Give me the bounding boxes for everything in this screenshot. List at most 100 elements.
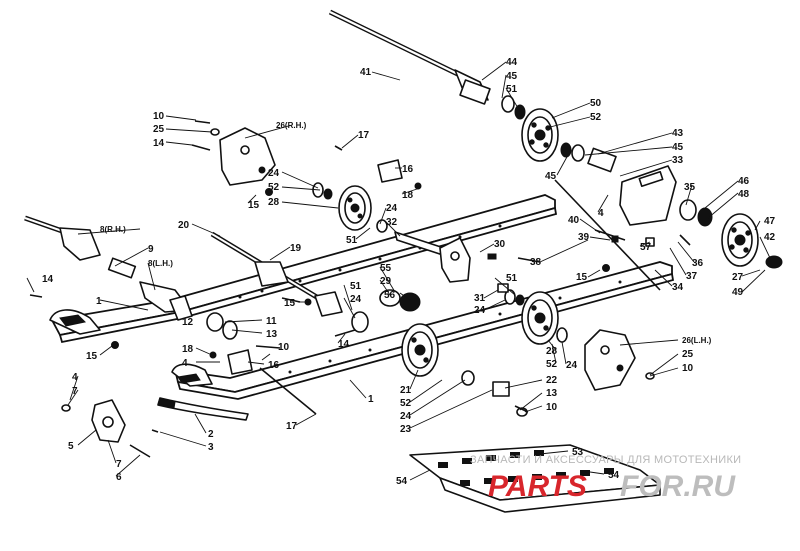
watermark-text: ЗАПЧАСТИ И АКСЕССУАРЫ ДЛЯ МОТОТЕХНИКИ	[470, 454, 741, 466]
callout-28: 28	[268, 197, 280, 208]
callout-28: 28	[546, 346, 558, 357]
callout-33: 33	[672, 155, 684, 166]
callout-5: 5	[68, 441, 74, 452]
callout-47: 47	[764, 216, 776, 227]
wheel-28b	[521, 291, 559, 345]
callout-8lh: 8(L.H.)	[148, 259, 173, 268]
wheel-28a	[338, 185, 372, 231]
callout-45: 45	[506, 71, 518, 82]
callout-1: 1	[368, 394, 374, 405]
callout-18: 18	[402, 190, 414, 201]
callout-21: 21	[400, 385, 412, 396]
callout-17: 17	[358, 130, 370, 141]
watermark: ЗАПЧАСТИ И АКСЕССУАРЫ ДЛЯ МОТОТЕХНИКИ PA…	[470, 454, 741, 503]
callout-16: 16	[268, 360, 280, 371]
callout-3: 3	[208, 442, 214, 453]
callout-15: 15	[86, 351, 98, 362]
callout-17: 17	[286, 421, 298, 432]
bracket-33	[619, 165, 677, 226]
callout-7: 7	[116, 459, 122, 470]
callout-2: 2	[208, 429, 214, 440]
callout-40: 40	[568, 215, 580, 226]
callout-24: 24	[268, 168, 280, 179]
callout-16: 16	[402, 164, 414, 175]
wear-bar-2	[157, 397, 249, 421]
callout-25: 25	[153, 124, 165, 135]
callout-51: 51	[350, 281, 362, 292]
axle-20	[210, 231, 343, 317]
callout-15: 15	[284, 298, 296, 309]
callout-32: 32	[386, 217, 398, 228]
shaft-8lh	[139, 281, 193, 321]
callout-4: 4	[72, 372, 78, 383]
bolts	[29, 120, 691, 458]
callout-11: 11	[266, 316, 277, 327]
callout-30: 30	[494, 239, 506, 250]
callout-51: 51	[506, 84, 518, 95]
callout-50: 50	[590, 98, 602, 109]
callout-24: 24	[386, 203, 398, 214]
callout-52: 52	[546, 359, 558, 370]
callout-19: 19	[290, 243, 302, 254]
callout-14: 14	[153, 138, 165, 149]
wheel-47	[721, 213, 759, 267]
callout-51: 51	[346, 235, 358, 246]
callout-39: 39	[578, 232, 590, 243]
callout-35: 35	[684, 182, 696, 193]
callout-labels: 41 44 45 51 50 52 43 45 33 45 10 25 14 2…	[42, 57, 776, 487]
callout-14: 14	[42, 274, 54, 285]
callout-15: 15	[576, 272, 588, 283]
callout-14: 14	[338, 339, 350, 350]
callout-29: 29	[380, 276, 392, 287]
callout-43: 43	[672, 128, 684, 139]
spring-5	[91, 399, 126, 443]
callout-55: 55	[380, 263, 392, 274]
callout-52: 52	[400, 398, 412, 409]
callout-6: 6	[116, 472, 122, 483]
callout-13: 13	[266, 329, 278, 340]
callout-54: 54	[608, 470, 620, 481]
callout-10: 10	[278, 342, 290, 353]
callout-56: 56	[384, 290, 396, 301]
callout-51: 51	[506, 273, 518, 284]
callout-4: 4	[598, 208, 604, 219]
callout-57: 57	[640, 242, 652, 253]
callout-52: 52	[268, 182, 280, 193]
callout-27: 27	[732, 272, 744, 283]
watermark-logo-parts: PARTS	[488, 470, 587, 503]
callout-41: 41	[360, 67, 372, 78]
wheel-50	[521, 108, 559, 162]
callout-7: 7	[72, 386, 78, 397]
bracket-26rh	[219, 127, 276, 186]
callout-22: 22	[546, 375, 558, 386]
callout-52: 52	[590, 112, 602, 123]
callout-10: 10	[546, 402, 558, 413]
bracket-30	[439, 237, 471, 283]
track-cleats	[409, 444, 661, 513]
callout-13: 13	[546, 388, 558, 399]
callout-23: 23	[400, 424, 412, 435]
callout-38: 38	[530, 257, 542, 268]
watermark-logo-for: FOR.RU	[620, 470, 736, 503]
callout-42: 42	[764, 232, 776, 243]
rail-tip-right	[49, 309, 101, 335]
callout-9: 9	[148, 244, 154, 255]
callout-34: 34	[672, 282, 684, 293]
callout-25: 25	[682, 349, 694, 360]
block-16a	[377, 159, 403, 183]
callout-24: 24	[566, 360, 578, 371]
callout-48: 48	[738, 189, 750, 200]
callout-15: 15	[248, 200, 260, 211]
shaft-8rh	[24, 215, 137, 279]
callout-53: 53	[572, 447, 584, 458]
callout-18: 18	[182, 344, 194, 355]
callout-46: 46	[738, 176, 750, 187]
callout-10: 10	[682, 363, 694, 374]
callout-45: 45	[672, 142, 684, 153]
callout-37: 37	[686, 271, 698, 282]
callout-12: 12	[182, 317, 194, 328]
callout-8rh: 8(R.H.)	[100, 225, 126, 234]
callout-31: 31	[474, 293, 486, 304]
callout-1: 1	[96, 296, 102, 307]
